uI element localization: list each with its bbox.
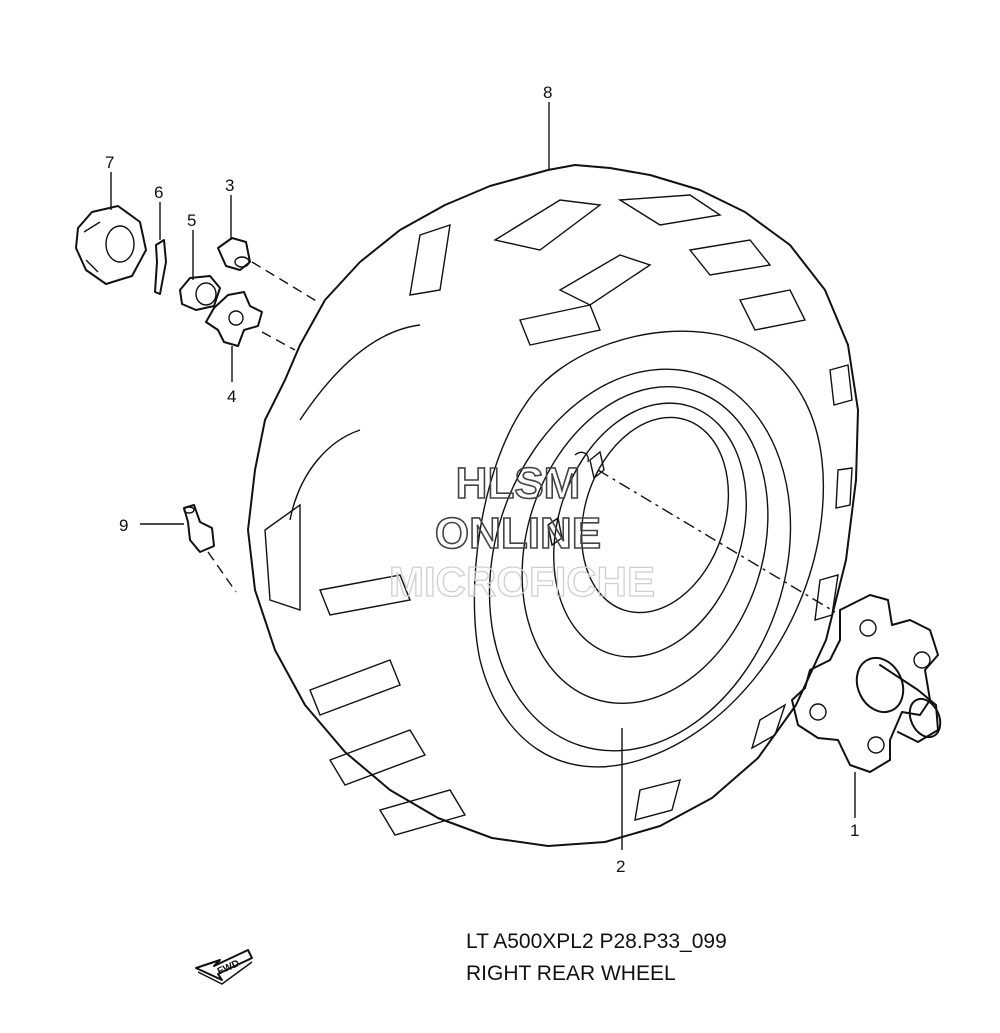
callout-1: 1: [850, 821, 859, 840]
wheel-rim: [488, 368, 792, 752]
callout-6: 6: [154, 183, 163, 202]
part-7-hub-cap: [75, 205, 147, 285]
watermark-line-3: MICROFICHE: [389, 558, 655, 605]
callout-9: 9: [119, 516, 128, 535]
leader-lines: [110, 102, 856, 850]
diagram-code: LT A500XPL2 P28.P33_099: [466, 930, 727, 953]
watermark-line-1: HLSM: [456, 459, 581, 508]
callout-5: 5: [187, 211, 196, 230]
callout-7: 7: [105, 153, 114, 172]
watermark: HLSM ONLINE MICROFICHE: [388, 458, 655, 605]
part-9-valve: [183, 504, 215, 553]
callout-4: 4: [227, 387, 236, 406]
tire: [247, 164, 859, 847]
part-6-cotter-pin: [154, 239, 167, 295]
callout-8: 8: [543, 83, 552, 102]
wheel-hub: [791, 594, 942, 773]
callout-2: 2: [616, 857, 625, 876]
callout-3: 3: [225, 176, 234, 195]
fwd-arrow-icon: FWD: [195, 949, 253, 985]
part-3-nut: [217, 237, 251, 271]
part-5-castle-nut: [179, 275, 221, 311]
diagram-title: RIGHT REAR WHEEL: [466, 962, 676, 985]
part-4-washer: [205, 291, 263, 347]
watermark-line-2: ONLINE: [435, 509, 601, 558]
callout-labels: 1 2 3 4 5 6 7 8 9: [105, 83, 859, 876]
